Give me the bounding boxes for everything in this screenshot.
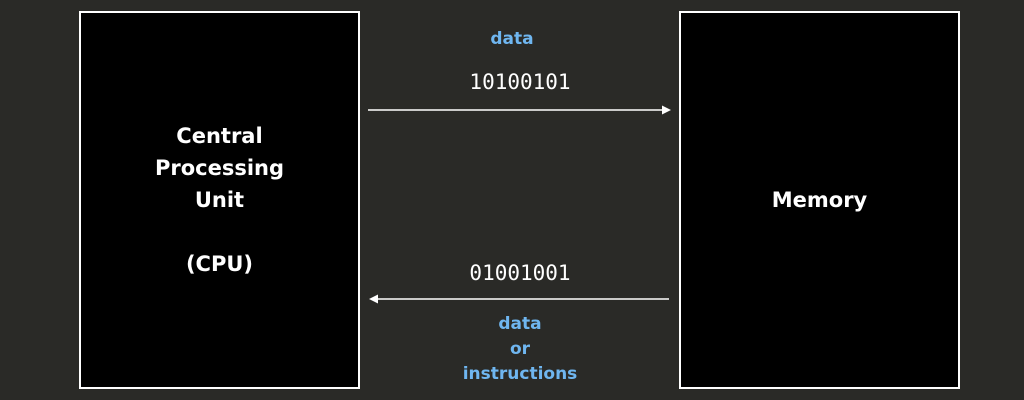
memory-box: Memory xyxy=(679,11,960,389)
data-or-instructions-label: data or instructions xyxy=(462,314,578,384)
data-label-top: data xyxy=(490,29,534,49)
binary-value-bottom: 01001001 xyxy=(469,261,571,285)
arrow-cpu-to-memory xyxy=(368,105,671,115)
cpu-box: Central Processing Unit (CPU) xyxy=(79,11,360,389)
memory-label: Memory xyxy=(771,188,868,212)
cpu-label: Central Processing Unit (CPU) xyxy=(154,124,285,276)
binary-value-top: 10100101 xyxy=(469,70,571,94)
arrow-memory-to-cpu xyxy=(369,294,669,304)
